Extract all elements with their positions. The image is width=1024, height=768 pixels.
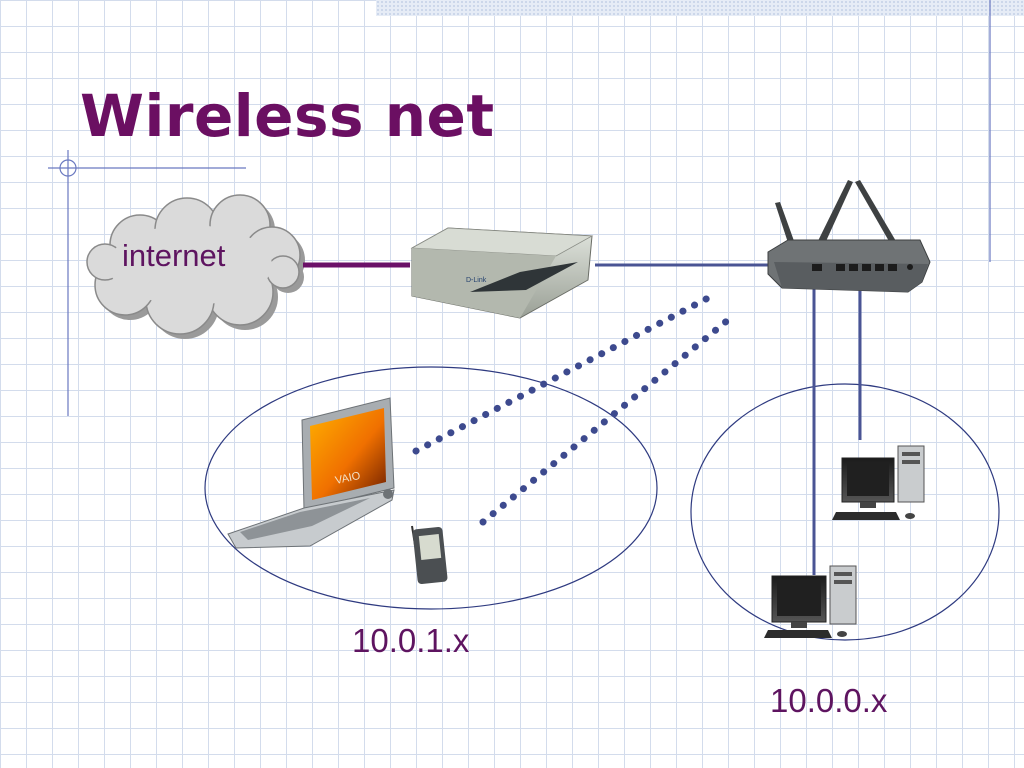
internet-label: internet [122, 238, 226, 273]
wireless-subnet-label: 10.0.1.x [352, 622, 470, 659]
top-decor-band [376, 0, 1024, 16]
wired-lan-ellipse [690, 383, 1000, 641]
wireless-link-pda [479, 311, 738, 526]
wireless-router-icon [767, 180, 931, 293]
slide-title: Wireless net [80, 82, 495, 150]
wired-subnet-label: 10.0.0.x [770, 682, 888, 719]
pda-icon [411, 525, 448, 585]
desktop-computer-icon [764, 565, 857, 638]
modem-icon: D-Link [410, 227, 594, 319]
desktop-computer-icon [832, 445, 925, 520]
slide-decor-lines [48, 0, 991, 416]
svg-text:VAIO: VAIO [334, 470, 362, 487]
wireless-link-laptop [412, 294, 712, 455]
laptop-icon: VAIO [227, 397, 395, 549]
internet-cloud-icon [86, 194, 305, 339]
wireless-lan-ellipse [204, 366, 658, 610]
svg-text:D-Link: D-Link [466, 277, 487, 284]
